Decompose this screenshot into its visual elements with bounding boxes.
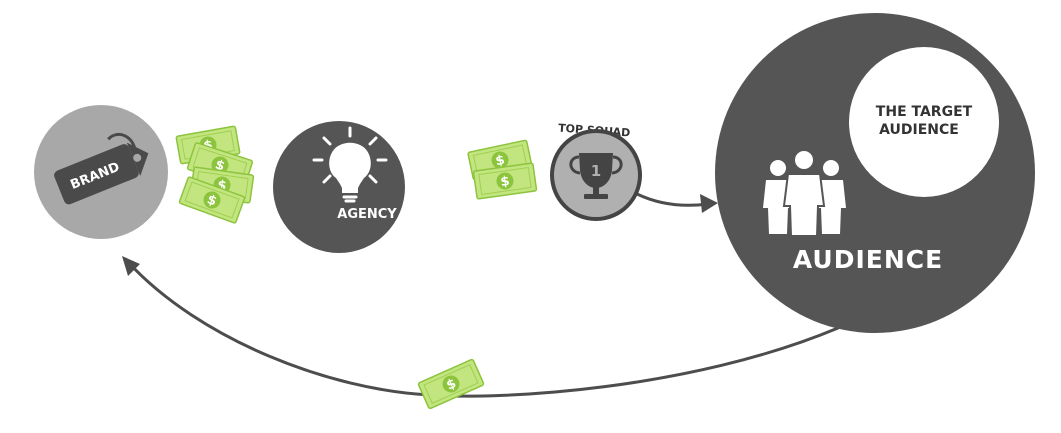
money-stack-2 [466,139,538,200]
target-audience-line2: AUDIENCE [879,122,959,138]
money-stack-1 [175,125,255,225]
top-squad-node: TOP SQUAD 1 [550,122,642,221]
trophy-rank: 1 [591,162,601,180]
dollar-bill-icon [417,358,485,410]
agency-label: AGENCY [337,207,397,222]
brand-node: BRAND [34,105,168,239]
return-arrow-head [122,256,140,276]
audience-node: AUDIENCE THE TARGET AUDIENCE [715,13,1035,333]
return-arrow [126,260,840,398]
trophy-icon: 1 [569,153,623,199]
audience-label: AUDIENCE [793,245,943,274]
price-tag-icon: BRAND [54,133,149,205]
lightbulb-icon [312,126,388,203]
money-return [417,358,485,410]
target-audience-node: THE TARGET AUDIENCE [849,47,999,197]
people-group-icon [763,149,846,237]
squad-to-audience-arrow-head [700,194,718,213]
target-audience-line1: THE TARGET [876,104,973,120]
agency-node: AGENCY [273,121,405,253]
squad-to-audience-arrow [635,192,710,207]
